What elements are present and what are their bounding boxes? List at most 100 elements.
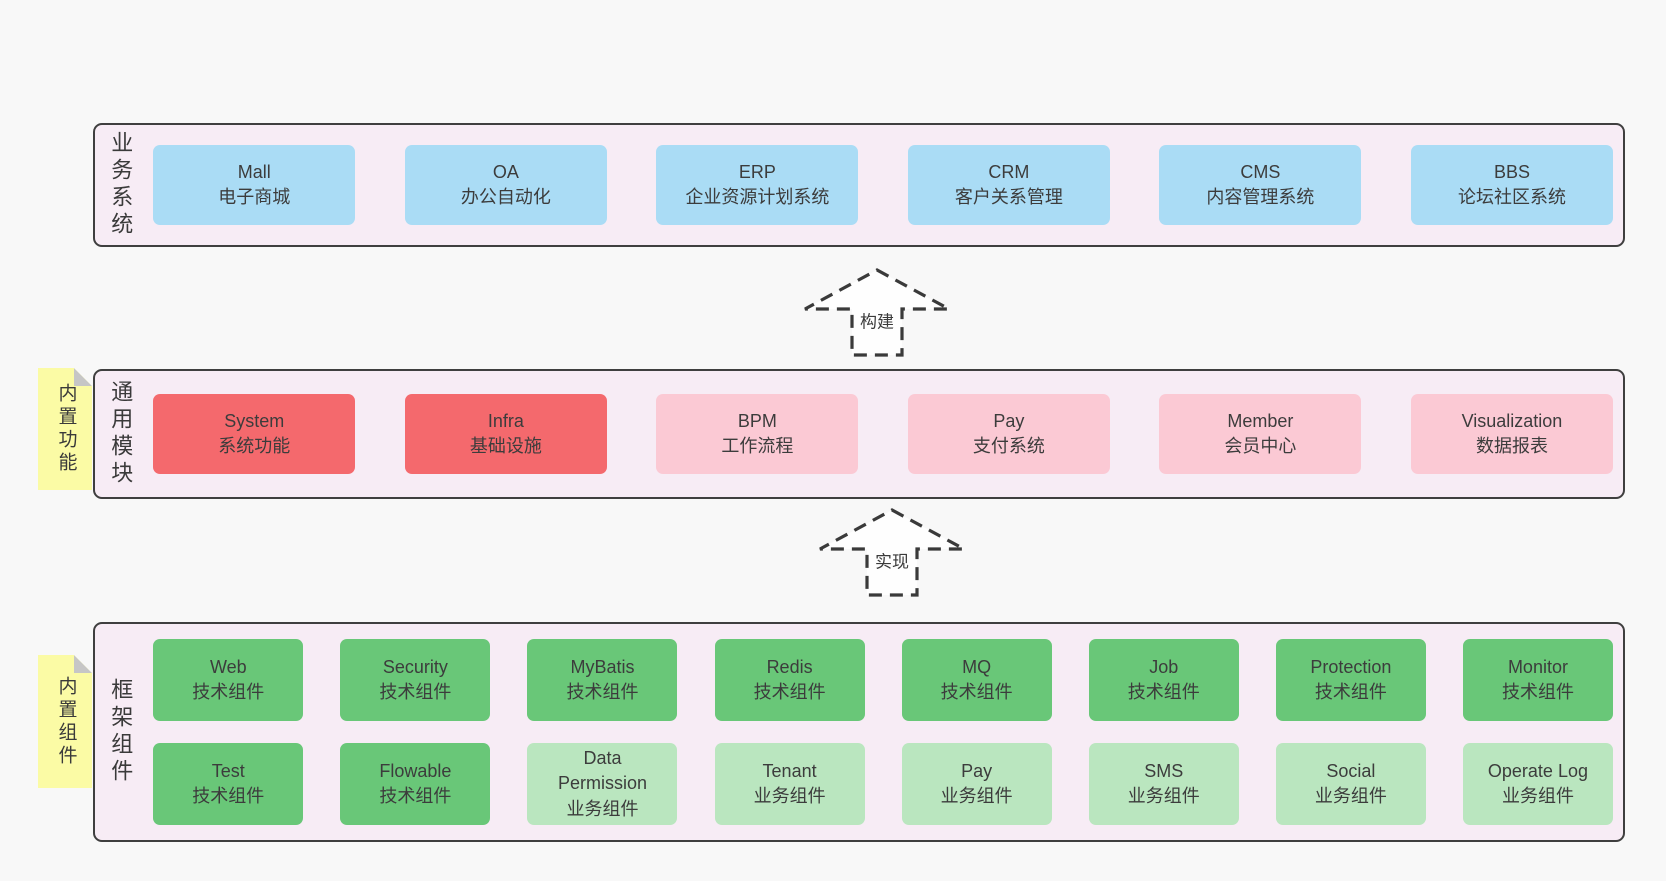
box-subtitle: 数据报表 <box>1475 436 1548 456</box>
box-subtitle: 办公自动化 <box>460 187 551 207</box>
box-flowable: Flowable 技术组件 <box>340 743 491 825</box>
box-monitor: Monitor 技术组件 <box>1462 639 1613 721</box>
band-label-framework-components: 框架组件 <box>108 678 134 786</box>
box-title: Data Permission <box>557 748 647 794</box>
box-mq: MQ 技术组件 <box>901 639 1052 721</box>
box-subtitle: 技术组件 <box>940 682 1013 702</box>
box-cms: CMS 内容管理系统 <box>1159 145 1362 225</box>
box-web: Web 技术组件 <box>153 639 304 721</box>
box-title: Protection <box>1310 656 1392 677</box>
box-subtitle: 技术组件 <box>566 682 639 702</box>
box-infra: Infra 基础设施 <box>404 394 607 474</box>
box-oa: OA 办公自动化 <box>404 145 607 225</box>
box-operate-log: Operate Log 业务组件 <box>1462 743 1613 825</box>
box-title: Security <box>382 656 448 677</box>
common-modules-boxes: System 系统功能 Infra 基础设施 BPM 工作流程 Pay 支付系统… <box>133 394 1623 474</box>
box-title: Social <box>1326 760 1376 781</box>
box-subtitle: 系统功能 <box>218 436 291 456</box>
box-subtitle: 基础设施 <box>469 436 542 456</box>
box-subtitle: 技术组件 <box>192 682 265 702</box>
band-label-common-modules: 通用模块 <box>108 380 134 488</box>
box-title: Pay <box>993 410 1025 431</box>
sticky-note-builtin-components: 内置组件 <box>38 655 92 788</box>
box-title: Flowable <box>379 760 452 781</box>
arrow-build: 构建 <box>802 268 952 358</box>
box-subtitle: 内容管理系统 <box>1206 187 1315 207</box>
box-mybatis: MyBatis 技术组件 <box>527 639 678 721</box>
box-subtitle: 业务组件 <box>940 786 1013 806</box>
box-subtitle: 论坛社区系统 <box>1457 187 1566 207</box>
box-tenant: Tenant 业务组件 <box>714 743 865 825</box>
box-title: System <box>224 410 285 431</box>
box-visualization: Visualization 数据报表 <box>1410 394 1613 474</box>
band-common-modules: 通用模块 System 系统功能 Infra 基础设施 BPM 工作流程 Pay… <box>93 369 1625 499</box>
box-pay-business: Pay 业务组件 <box>901 743 1052 825</box>
box-title: OA <box>492 161 519 182</box>
box-subtitle: 业务组件 <box>1127 786 1200 806</box>
box-sms: SMS 业务组件 <box>1088 743 1239 825</box>
band-business-systems: 业务系统 Mall 电子商城 OA 办公自动化 ERP 企业资源计划系统 CRM… <box>93 123 1625 247</box>
box-protection: Protection 技术组件 <box>1275 639 1426 721</box>
box-subtitle: 技术组件 <box>192 786 265 806</box>
box-title: Tenant <box>762 760 817 781</box>
box-title: SMS <box>1144 760 1184 781</box>
box-job: Job 技术组件 <box>1088 639 1239 721</box>
box-title: Redis <box>766 656 813 677</box>
sticky-note-text: 内置组件 <box>55 675 77 768</box>
box-subtitle: 技术组件 <box>1127 682 1200 702</box>
box-title: Mall <box>237 161 271 182</box>
box-subtitle: 技术组件 <box>753 682 826 702</box>
box-subtitle: 客户关系管理 <box>954 187 1063 207</box>
box-social: Social 业务组件 <box>1275 743 1426 825</box>
box-subtitle: 电子商城 <box>218 187 291 207</box>
box-title: Pay <box>961 760 993 781</box>
band-label-business-systems: 业务系统 <box>108 131 134 239</box>
box-title: MQ <box>962 656 992 677</box>
box-title: Operate Log <box>1487 760 1588 781</box>
sticky-note-text: 内置功能 <box>55 383 77 475</box>
box-test: Test 技术组件 <box>153 743 304 825</box>
box-subtitle: 工作流程 <box>721 436 794 456</box>
box-security: Security 技术组件 <box>340 639 491 721</box>
box-title: CRM <box>988 161 1030 182</box>
box-subtitle: 技术组件 <box>379 786 452 806</box>
box-title: Test <box>211 760 245 781</box>
sticky-note-builtin-features: 内置功能 <box>38 368 92 490</box>
arrow-build-label: 构建 <box>857 307 897 333</box>
box-redis: Redis 技术组件 <box>714 639 865 721</box>
box-title: Visualization <box>1461 410 1563 431</box>
box-title: Job <box>1149 656 1179 677</box>
box-subtitle: 技术组件 <box>1501 682 1574 702</box>
box-title: Web <box>209 656 247 677</box>
box-title: Monitor <box>1507 656 1568 677</box>
box-erp: ERP 企业资源计划系统 <box>656 145 859 225</box>
box-title: BPM <box>737 410 777 431</box>
box-pay: Pay 支付系统 <box>907 394 1110 474</box>
box-mall: Mall 电子商城 <box>153 145 356 225</box>
box-title: MyBatis <box>570 656 635 677</box>
box-subtitle: 业务组件 <box>1501 786 1574 806</box>
arrow-implement-label: 实现 <box>872 547 912 573</box>
box-subtitle: 支付系统 <box>972 436 1045 456</box>
box-subtitle: 会员中心 <box>1224 436 1297 456</box>
box-title: Infra <box>487 410 524 431</box>
box-member: Member 会员中心 <box>1159 394 1362 474</box>
box-bbs: BBS 论坛社区系统 <box>1410 145 1613 225</box>
business-systems-boxes: Mall 电子商城 OA 办公自动化 ERP 企业资源计划系统 CRM 客户关系… <box>133 145 1623 225</box>
box-title: CMS <box>1240 161 1281 182</box>
box-title: BBS <box>1493 161 1530 182</box>
box-subtitle: 业务组件 <box>753 786 826 806</box>
box-bpm: BPM 工作流程 <box>656 394 859 474</box>
box-crm: CRM 客户关系管理 <box>907 145 1110 225</box>
arrow-implement: 实现 <box>817 508 967 598</box>
box-subtitle: 技术组件 <box>1314 682 1387 702</box>
box-title: ERP <box>738 161 776 182</box>
box-subtitle: 企业资源计划系统 <box>685 187 830 207</box>
box-system: System 系统功能 <box>153 394 356 474</box>
box-subtitle: 技术组件 <box>379 682 452 702</box>
band-framework-components: 框架组件 Web 技术组件 Security 技术组件 MyBatis 技术组件… <box>93 622 1625 842</box>
box-title: Member <box>1227 410 1294 431</box>
box-subtitle: 业务组件 <box>566 798 639 819</box>
framework-components-grid: Web 技术组件 Security 技术组件 MyBatis 技术组件 Redi… <box>133 639 1623 825</box>
